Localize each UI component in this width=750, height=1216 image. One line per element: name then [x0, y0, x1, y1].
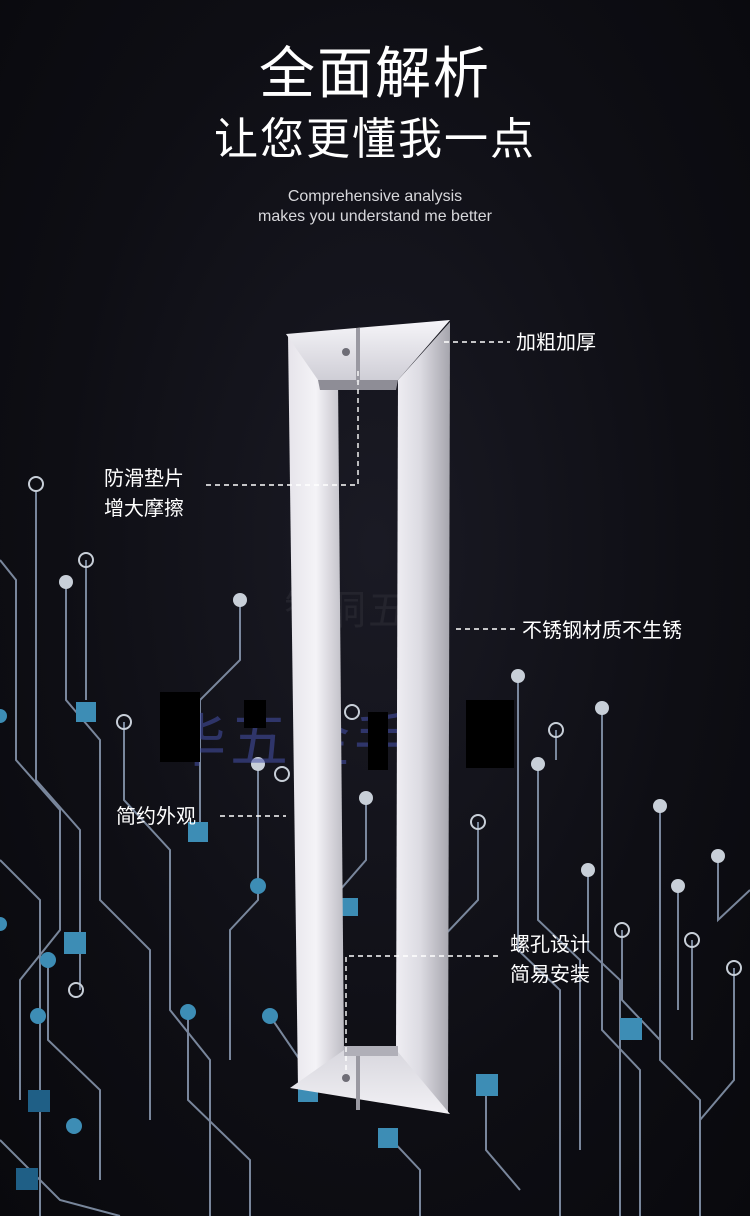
redaction-block	[466, 700, 514, 768]
page-subtitle: 让您更懂我一点	[214, 114, 536, 165]
callout-simple-look: 简约外观	[116, 804, 196, 828]
redaction-block	[160, 692, 200, 762]
redaction-block	[244, 700, 266, 728]
english-tagline-line1: Comprehensive analysis	[287, 188, 463, 205]
callout-screw-hole-line2: 简易安装	[510, 962, 590, 986]
callout-anti-slip-line1: 防滑垫片	[104, 466, 184, 490]
callout-thickened: 加粗加厚	[516, 330, 596, 354]
english-tagline-line2: makes you understand me better	[258, 208, 492, 225]
callout-stainless-steel: 不锈钢材质不生锈	[522, 618, 682, 642]
redaction-block	[368, 712, 388, 770]
callout-screw-hole-line1: 螺孔设计	[510, 932, 590, 956]
page-title: 全面解析	[259, 42, 491, 107]
callout-anti-slip-line2: 增大摩擦	[104, 496, 184, 520]
